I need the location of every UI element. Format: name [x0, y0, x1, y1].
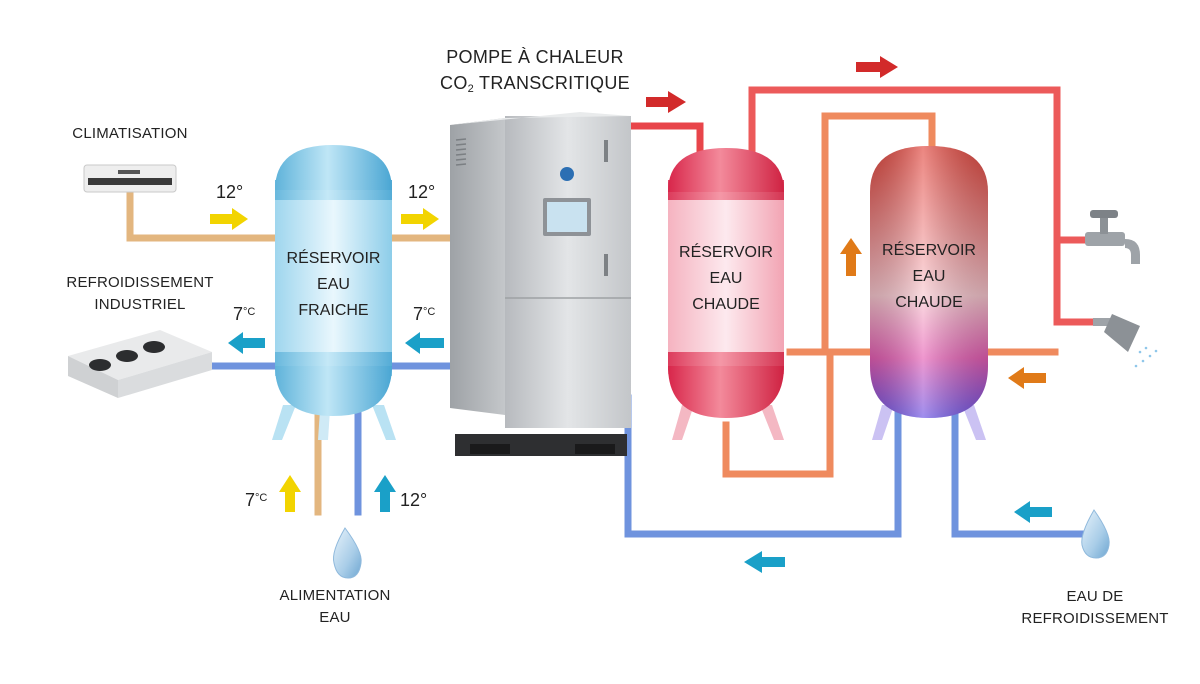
temp-pump-out-num: 7 [413, 304, 424, 324]
arrow-left-blue-refroid [228, 332, 265, 354]
hot-tank-2-label: RÉSERVOIR EAU CHAUDE [870, 238, 988, 316]
diagram-title: POMPE À CHALEUR CO2 TRANSCRITIQUE [420, 44, 650, 102]
fresh-tank-line-3: FRAICHE [298, 302, 369, 319]
air-conditioner-icon [83, 164, 177, 193]
pipe-cold-return-main [624, 394, 902, 538]
arrow-left-orange [1008, 367, 1046, 389]
arrow-right-yellow-pump [401, 208, 439, 230]
hot-tank-1-line-1: RÉSERVOIR [679, 244, 773, 261]
brand-logo-icon [560, 167, 574, 181]
temp-refroid-out-num: 7 [233, 304, 244, 324]
arrow-left-blue-return [744, 551, 785, 573]
pipe-warm-loop-top [786, 112, 936, 356]
hot-tank-2-line-1: RÉSERVOIR [882, 242, 976, 259]
label-eau-refroid-line-2: REFROIDISSEMENT [1021, 610, 1169, 627]
water-drop-icon-supply [333, 527, 362, 579]
label-refroid-line-1: REFROIDISSEMENT [66, 274, 214, 291]
arrow-up-orange [840, 238, 862, 276]
title-co-prefix: CO [440, 73, 468, 93]
fresh-tank-label: RÉSERVOIR EAU FRAICHE [275, 246, 392, 324]
label-eau-refroid-line-1: EAU DE [1066, 588, 1124, 605]
label-alim-line-1: ALIMENTATION [279, 587, 391, 604]
label-alim-line-2: EAU [319, 609, 351, 626]
title-subscript: 2 [467, 83, 475, 95]
heat-pump-unit [450, 112, 631, 456]
arrow-up-yellow-supply [279, 475, 301, 512]
title-line-2: CO2 TRANSCRITIQUE [420, 70, 650, 102]
flow-arrows [210, 56, 1052, 573]
temp-supply-left-unit: °C [255, 492, 268, 504]
hot-tank-1-line-3: CHAUDE [692, 296, 760, 313]
temp-pump-out: 7°C [413, 304, 435, 325]
hot-tank-2-line-2: EAU [912, 268, 946, 285]
pipe-warm-loop-bottom [722, 348, 834, 478]
hot-tank-1-line-2: EAU [709, 270, 743, 287]
pipe-cold-feed [951, 406, 1089, 538]
label-eau-de-refroidissement: EAU DE REFROIDISSEMENT [1010, 586, 1180, 630]
pipe-hot-shower [1053, 236, 1099, 326]
arrow-left-blue-cooling [1014, 501, 1052, 523]
hot-tank-2-line-3: CHAUDE [895, 294, 963, 311]
arrow-left-blue-pump [405, 332, 444, 354]
temp-clim-in: 12° [216, 182, 244, 202]
pipe-hot-loop [748, 86, 1089, 244]
temp-supply-left-num: 7 [245, 490, 256, 510]
label-refroid-line-2: INDUSTRIEL [94, 296, 186, 313]
temp-refroid-out-unit: °C [243, 306, 256, 318]
arrow-right-yellow-clim [210, 208, 248, 230]
tap-icon [1085, 210, 1140, 264]
arrow-up-blue-supply [374, 475, 396, 512]
industrial-cooler-icon [68, 330, 212, 398]
fresh-tank-line-2: EAU [317, 276, 350, 293]
temp-refroid-out: 7°C [233, 304, 255, 325]
shower-head-icon [1093, 314, 1158, 368]
pipe-pump-hot-out [624, 122, 704, 154]
temp-pump-in: 12° [408, 182, 436, 202]
label-refroidissement-industriel: REFROIDISSEMENT INDUSTRIEL [50, 272, 230, 316]
temp-supply-left: 7°C [245, 490, 267, 511]
arrow-right-red-loop [856, 56, 898, 78]
arrow-right-red-pump-out [646, 91, 686, 113]
fresh-tank-line-1: RÉSERVOIR [286, 250, 381, 267]
hot-tank-1-label: RÉSERVOIR EAU CHAUDE [668, 240, 784, 318]
label-alimentation-eau: ALIMENTATION EAU [255, 585, 415, 629]
temp-pump-out-unit: °C [423, 306, 436, 318]
pipe-clim-supply [126, 188, 294, 242]
label-climatisation: CLIMATISATION [72, 125, 188, 142]
fresh-water-tank [272, 145, 396, 440]
temp-supply-right: 12° [400, 490, 428, 510]
hot-water-tank-2 [870, 146, 988, 440]
water-drop-icon-cooling [1081, 509, 1110, 559]
title-line-1: POMPE À CHALEUR [446, 47, 624, 67]
hot-water-tank-1 [668, 148, 784, 440]
title-suffix: TRANSCRITIQUE [474, 73, 630, 93]
pipes [126, 86, 1099, 538]
